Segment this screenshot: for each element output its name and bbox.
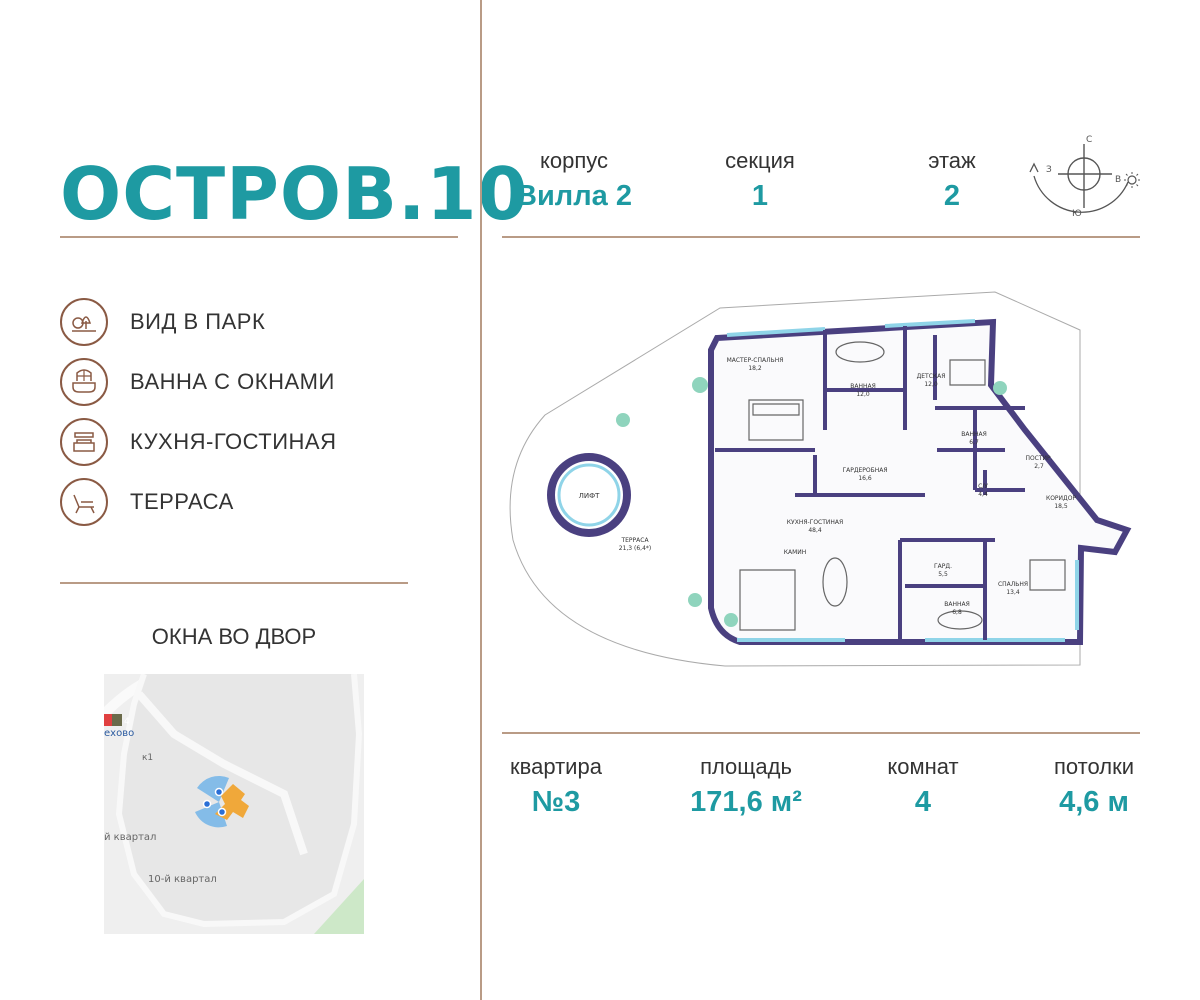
room-name: ГАРД. <box>934 563 952 570</box>
room-name: СПАЛЬНЯ <box>998 581 1028 588</box>
map-label-station: ехово <box>104 728 134 739</box>
room-area: 4,4 <box>978 491 988 498</box>
room-name: ЛИФТ <box>579 492 601 500</box>
room-area: 13,4 <box>1006 589 1020 596</box>
korpus-value: Вилла 2 <box>516 180 632 212</box>
map-label-quarter-10: 10-й квартал <box>148 874 217 885</box>
compass-e: В <box>1115 175 1121 185</box>
brand-logo: ОСТРОВ.10 <box>60 152 529 236</box>
sekciya-value: 1 <box>751 180 769 212</box>
compass-n: С <box>1086 135 1092 145</box>
compass: С З В Ю <box>1028 132 1148 224</box>
ploshad-value: 171,6 м² <box>690 786 802 818</box>
etazh-label: этаж <box>928 148 976 173</box>
komnat-label: комнат <box>887 754 959 779</box>
room-name: КАМИН <box>784 549 807 556</box>
room-name: КОРИДОР <box>1046 495 1076 502</box>
ploshad-label: площадь <box>700 754 792 779</box>
etazh-value: 2 <box>943 180 961 212</box>
room-name: ВАННАЯ <box>850 383 876 390</box>
potolki-value: 4,6 м <box>1059 786 1129 818</box>
floor-plan-drawing: МАСТЕР-СПАЛЬНЯ 18,2 ВАННАЯ 12,0 ДЕТСКАЯ … <box>509 291 1132 667</box>
room-area: 12,0 <box>856 391 870 398</box>
location-map: 4 ехово к1 й квартал 10-й квартал <box>104 674 364 934</box>
komnat-value: 4 <box>914 786 932 818</box>
compass-w: З <box>1046 165 1052 175</box>
logo-divider <box>60 236 458 238</box>
room-area: 2,7 <box>1034 463 1044 470</box>
feature-park-view: ВИД В ПАРК <box>60 296 440 348</box>
sekciya-label: секция <box>725 148 795 173</box>
windows-title: ОКНА ВО ДВОР <box>151 624 317 649</box>
feature-label: ВАННА С ОКНАМИ <box>130 369 335 394</box>
room-area: 6,8 <box>952 609 962 616</box>
features-divider <box>60 582 408 584</box>
bath-window-icon <box>60 358 108 406</box>
feature-kitchen-living: КУХНЯ-ГОСТИНАЯ <box>60 416 440 468</box>
feature-label: ВИД В ПАРК <box>130 309 266 334</box>
map-label-metro-number: 4 <box>124 717 130 727</box>
compass-s: Ю <box>1072 209 1082 219</box>
kvartira-label: квартира <box>510 754 602 779</box>
room-area: 21,3 (6,4*) <box>619 545 652 552</box>
room-name: ВАННАЯ <box>961 431 987 438</box>
korpus-label: корпус <box>539 148 608 173</box>
room-name: КУХНЯ-ГОСТИНАЯ <box>787 519 843 526</box>
compass-icon: С З В Ю <box>1029 135 1140 219</box>
room-name: ВАННАЯ <box>944 601 970 608</box>
plan-divider <box>502 732 1140 734</box>
room-name: ДЕТСКАЯ <box>917 373 946 380</box>
room-area: 18,5 <box>1054 503 1068 510</box>
feature-label: ТЕРРАСА <box>130 489 234 514</box>
room-area: 16,6 <box>858 475 872 482</box>
map-label-k1: к1 <box>142 753 153 763</box>
column-divider <box>480 0 482 1000</box>
room-name: МАСТЕР-СПАЛЬНЯ <box>727 357 784 364</box>
room-area: 5,5 <box>938 571 948 578</box>
room-area: 48,4 <box>808 527 822 534</box>
room-name: ТЕРРАСА <box>620 537 649 544</box>
kvartira-value: №3 <box>531 786 581 818</box>
kitchen-living-icon <box>60 418 108 466</box>
map-label-quarter: й квартал <box>104 832 156 843</box>
room-name: ПОСТИР. <box>1025 455 1052 462</box>
map-graphic: 4 ехово к1 й квартал 10-й квартал <box>104 674 364 934</box>
header-divider <box>502 236 1140 238</box>
feature-terrace: ТЕРРАСА <box>60 476 440 528</box>
room-name: ГАРДЕРОБНАЯ <box>842 467 887 474</box>
floor-plan: МАСТЕР-СПАЛЬНЯ 18,2 ВАННАЯ 12,0 ДЕТСКАЯ … <box>505 290 1145 670</box>
terrace-icon <box>60 478 108 526</box>
park-view-icon <box>60 298 108 346</box>
room-area: 6,7 <box>969 439 979 446</box>
room-area: 12,0 <box>924 381 938 388</box>
room-area: 18,2 <box>748 365 762 372</box>
room-name: С/У <box>978 483 988 490</box>
feature-label: КУХНЯ-ГОСТИНАЯ <box>130 429 337 454</box>
feature-bath-window: ВАННА С ОКНАМИ <box>60 356 440 408</box>
potolki-label: потолки <box>1054 754 1134 779</box>
